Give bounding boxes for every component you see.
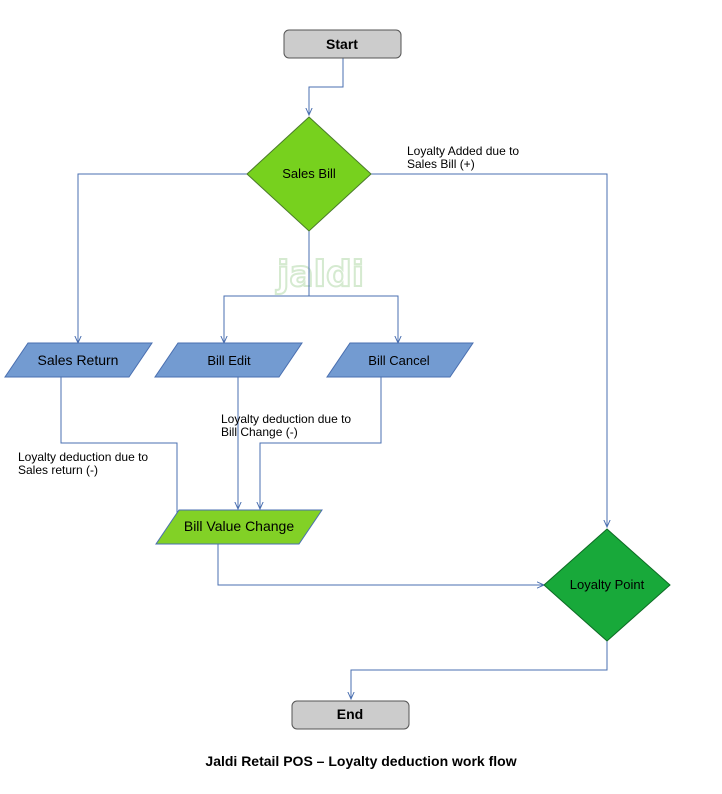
edge-sales-bill-to-loyalty-point — [371, 173, 607, 527]
sales-bill-label: Sales Bill — [282, 166, 336, 181]
edge-branch-to-bill-cancel — [309, 295, 398, 343]
start-node[interactable]: Start — [283, 29, 402, 59]
end-node[interactable]: End — [291, 700, 410, 730]
edge-sales-return-to-bill-value-change — [60, 377, 177, 526]
edge-label-deduction-sales-return: Loyalty deduction due to Sales return (-… — [18, 450, 148, 477]
edge-label-loyalty-added: Loyalty Added due to Sales Bill (+) — [407, 144, 519, 171]
loyalty-point-label: Loyalty Point — [570, 577, 645, 592]
loyalty-point-diamond-shape — [543, 528, 671, 642]
watermark-logo: jaldi — [275, 254, 364, 295]
edge-loyalty-point-to-end — [351, 641, 608, 699]
bill-edit-node[interactable]: Bill Edit — [154, 342, 303, 378]
bill-value-change-label: Bill Value Change — [184, 518, 294, 534]
bill-cancel-label: Bill Cancel — [368, 353, 430, 368]
sales-return-label: Sales Return — [38, 352, 119, 368]
bill-value-change-node[interactable]: Bill Value Change — [155, 509, 323, 545]
edge-bill-cancel-to-bill-value-change — [260, 377, 382, 509]
edge-label-line: Loyalty Added due to — [407, 144, 519, 158]
sales-bill-node[interactable]: Sales Bill — [246, 116, 372, 232]
edge-sales-bill-to-sales-return — [78, 173, 248, 343]
end-terminal-shape — [291, 700, 410, 730]
diagram-caption: Jaldi Retail POS – Loyalty deduction wor… — [205, 753, 516, 769]
bill-cancel-node[interactable]: Bill Cancel — [326, 342, 474, 378]
edge-branch-to-bill-edit — [224, 295, 309, 343]
edge-start-to-sales-bill — [309, 58, 344, 115]
edge-label-line: Sales return (-) — [18, 463, 98, 477]
start-label: Start — [326, 36, 358, 52]
bill-value-change-shape — [155, 509, 323, 545]
edges — [60, 58, 608, 699]
end-label: End — [337, 706, 363, 722]
edge-label-line: Loyalty deduction due to — [18, 450, 148, 464]
loyalty-point-node[interactable]: Loyalty Point — [543, 528, 671, 642]
edge-label-line: Bill Change (-) — [221, 425, 298, 439]
bill-cancel-shape — [326, 342, 474, 378]
edge-label-line: Loyalty deduction due to — [221, 412, 351, 426]
start-terminal-shape — [283, 29, 402, 59]
sales-return-shape — [4, 342, 153, 378]
edge-label-line: Sales Bill (+) — [407, 157, 475, 171]
bill-edit-shape — [154, 342, 303, 378]
sales-return-node[interactable]: Sales Return — [4, 342, 153, 378]
bill-edit-label: Bill Edit — [207, 353, 251, 368]
sales-bill-diamond-shape — [246, 116, 372, 232]
edge-label-deduction-bill-change: Loyalty deduction due to Bill Change (-) — [221, 412, 351, 439]
edge-bill-value-change-to-loyalty-point — [217, 544, 544, 585]
